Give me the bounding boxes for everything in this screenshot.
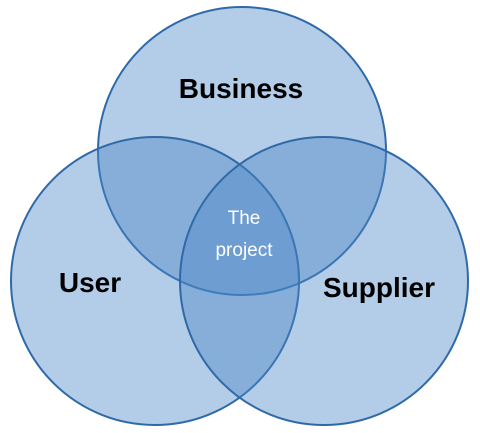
supplier-label: Supplier	[323, 272, 435, 303]
user-circle	[10, 136, 300, 426]
supplier-circle	[179, 136, 469, 426]
intersection-label-line2: project	[215, 240, 273, 261]
intersection-label-line1: The	[228, 208, 261, 229]
user-label: User	[59, 267, 121, 298]
business-label: Business	[179, 73, 304, 104]
